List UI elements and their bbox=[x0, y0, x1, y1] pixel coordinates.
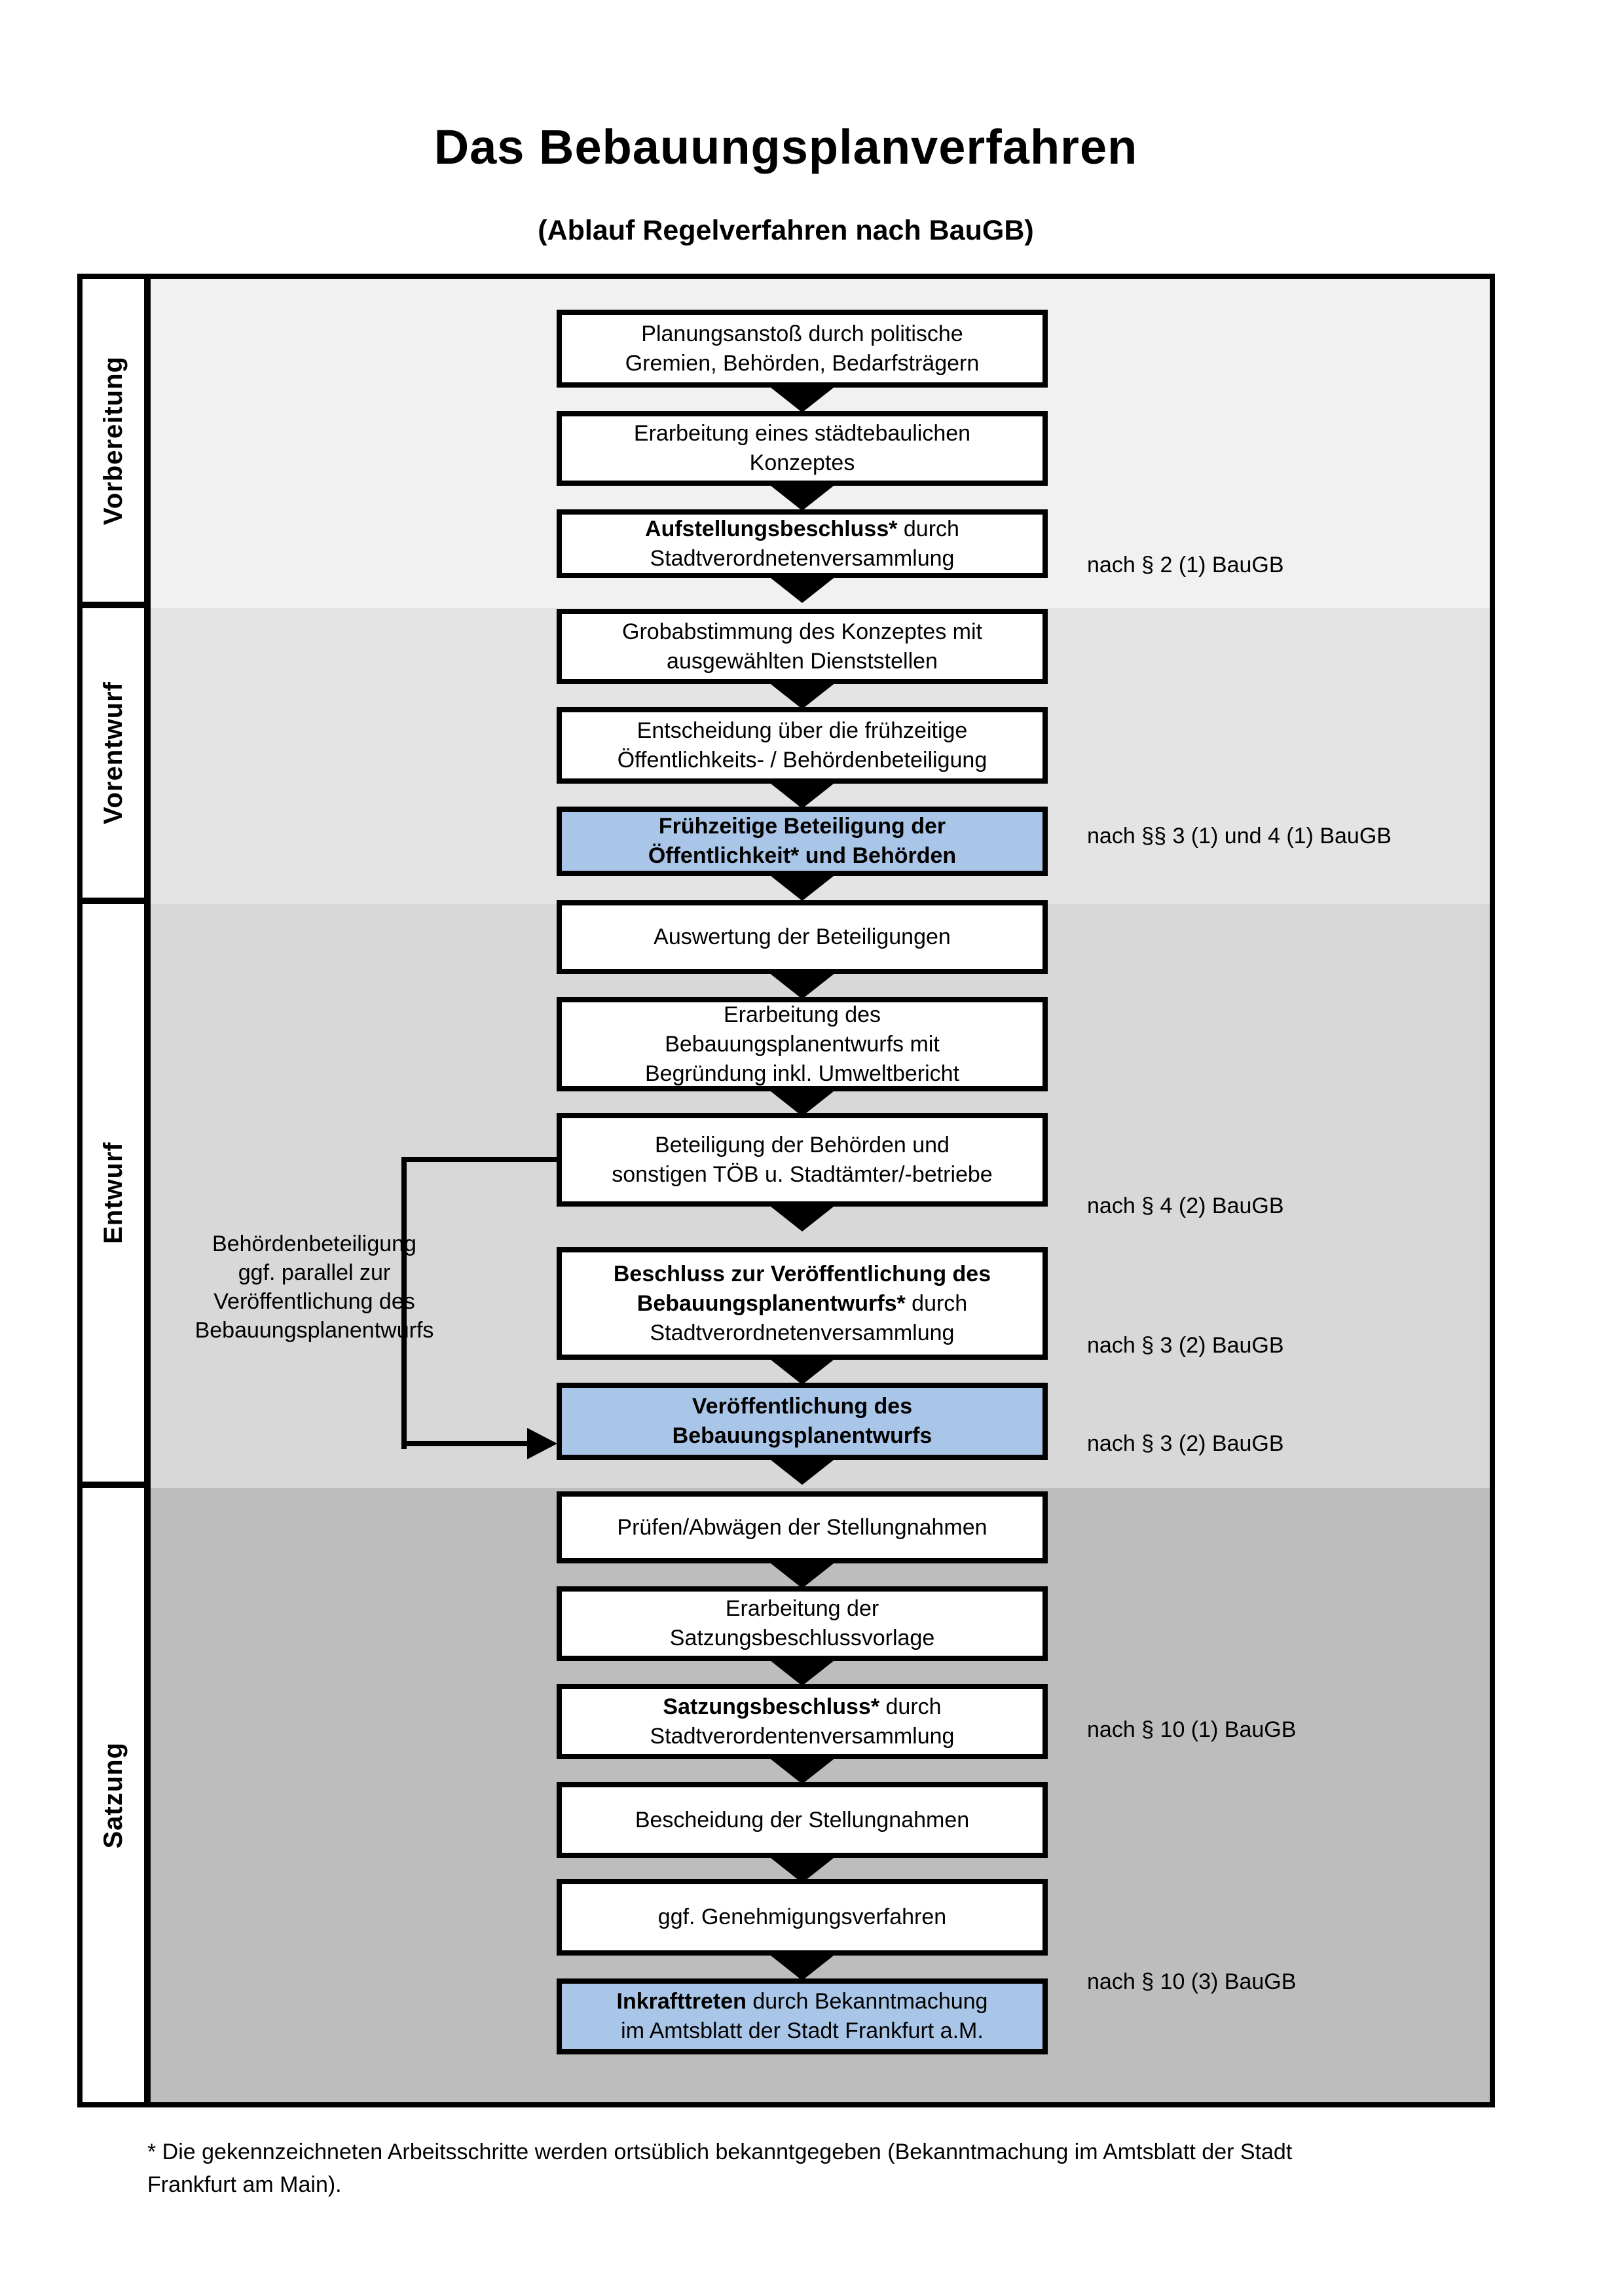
legal-reference-3: nach § 4 (2) BauGB bbox=[1087, 1194, 1284, 1218]
arrow-down-icon bbox=[771, 578, 834, 603]
flow-step-6: Frühzeitige Beteiligung der Öffentlichke… bbox=[557, 807, 1048, 901]
legal-reference-5: nach § 3 (2) BauGB bbox=[1087, 1431, 1284, 1456]
legal-reference-7: nach § 10 (3) BauGB bbox=[1087, 1969, 1297, 1994]
flow-step-2-text: Erarbeitung eines städtebaulichen Konzep… bbox=[633, 421, 971, 475]
flow-step-2: Erarbeitung eines städtebaulichen Konzep… bbox=[557, 411, 1048, 511]
flow-step-8-text: Erarbeitung des Bebauungsplanentwurfs mi… bbox=[644, 1002, 960, 1086]
flow-step-17-text: Inkrafttreten durch Bekanntmachung im Am… bbox=[616, 1989, 988, 2043]
arrow-down-icon bbox=[771, 684, 834, 709]
phase-cell-satzung: Satzung bbox=[83, 1488, 144, 2102]
flow-step-4-text: Grobabstimmung des Konzeptes mit ausgewä… bbox=[622, 619, 982, 674]
arrow-down-icon bbox=[771, 1091, 834, 1116]
parallel-connector-top-line bbox=[401, 1157, 557, 1162]
page-title: Das Bebauungsplanverfahren bbox=[434, 120, 1138, 174]
flow-step-7: Auswertung der Beteiligungen bbox=[557, 900, 1048, 999]
flow-step-4: Grobabstimmung des Konzeptes mit ausgewä… bbox=[557, 609, 1048, 709]
footnote: * Die gekennzeichneten Arbeitsschritte w… bbox=[147, 2140, 1293, 2197]
flow-step-11-text: Veröffentlichung des Bebauungsplanentwur… bbox=[672, 1394, 932, 1448]
flow-step-15: Bescheidung der Stellungnahmen bbox=[557, 1782, 1048, 1883]
label-column-divider bbox=[144, 279, 151, 2102]
flow-diagram: Vorbereitung Vorentwurf Entwurf Satzung … bbox=[77, 274, 1495, 2107]
arrow-down-icon bbox=[771, 1956, 834, 1980]
legal-reference-6: nach § 10 (1) BauGB bbox=[1087, 1717, 1297, 1742]
flow-step-13: Erarbeitung der Satzungsbeschlussvorlage bbox=[557, 1586, 1048, 1686]
phase-cell-vorentwurf: Vorentwurf bbox=[83, 608, 144, 904]
arrow-down-icon bbox=[771, 1858, 834, 1883]
arrow-down-icon bbox=[771, 1360, 834, 1385]
flow-step-6-text: Frühzeitige Beteiligung der Öffentlichke… bbox=[648, 814, 957, 868]
parallel-connector-bottom-line bbox=[401, 1441, 527, 1446]
flow-step-14: Satzungsbeschluss* durch Stadtverordente… bbox=[557, 1684, 1048, 1784]
flow-step-9: Beteiligung der Behörden und sonstigen T… bbox=[557, 1113, 1048, 1231]
phase-label-satzung: Satzung bbox=[98, 1741, 128, 1849]
parallel-connector-vertical-line bbox=[401, 1157, 407, 1449]
phase-cell-vorbereitung: Vorbereitung bbox=[83, 279, 144, 608]
flow-step-12-text: Prüfen/Abwägen der Stellungnahmen bbox=[617, 1514, 987, 1540]
flow-step-10-text: Beschluss zur Veröffentlichung des Bebau… bbox=[613, 1261, 991, 1345]
flow-step-1-text: Planungsanstoß durch politische Gremien,… bbox=[625, 321, 980, 376]
arrow-down-icon bbox=[771, 1207, 834, 1231]
legal-reference-1: nach § 2 (1) BauGB bbox=[1087, 553, 1284, 577]
legal-reference-4: nach § 3 (2) BauGB bbox=[1087, 1333, 1284, 1358]
flow-step-3-text: Aufstellungsbeschluss* durch Stadtverord… bbox=[645, 516, 959, 571]
flow-step-10: Beschluss zur Veröffentlichung des Bebau… bbox=[557, 1247, 1048, 1385]
arrow-down-icon bbox=[771, 486, 834, 511]
arrow-down-icon bbox=[771, 974, 834, 999]
arrow-down-icon bbox=[771, 1460, 834, 1485]
flow-step-5-text: Entscheidung über die frühzeitige Öffent… bbox=[617, 718, 987, 773]
flow-step-5: Entscheidung über die frühzeitige Öffent… bbox=[557, 707, 1048, 809]
phase-label-vorbereitung: Vorbereitung bbox=[98, 355, 128, 525]
flow-step-11: Veröffentlichung des Bebauungsplanentwur… bbox=[557, 1383, 1048, 1485]
flow-step-15-text: Bescheidung der Stellungnahmen bbox=[635, 1807, 970, 1832]
flow-step-9-text: Beteiligung der Behörden und sonstigen T… bbox=[612, 1132, 993, 1187]
arrow-down-icon bbox=[771, 1563, 834, 1588]
arrow-down-icon bbox=[771, 784, 834, 809]
flow-step-14-text: Satzungsbeschluss* durch Stadtverordente… bbox=[650, 1694, 955, 1749]
arrow-down-icon bbox=[771, 1759, 834, 1784]
flow-step-1: Planungsanstoß durch politische Gremien,… bbox=[557, 310, 1048, 412]
arrow-down-icon bbox=[771, 388, 834, 412]
arrow-right-icon bbox=[527, 1428, 557, 1459]
flow-step-16-text: ggf. Genehmigungsverfahren bbox=[657, 1904, 947, 1929]
flow-step-12: Prüfen/Abwägen der Stellungnahmen bbox=[557, 1491, 1048, 1588]
page-subtitle: (Ablauf Regelverfahren nach BauGB) bbox=[538, 215, 1034, 246]
legal-reference-2: nach §§ 3 (1) und 4 (1) BauGB bbox=[1087, 824, 1392, 848]
flow-step-13-text: Erarbeitung der Satzungsbeschlussvorlage bbox=[669, 1596, 935, 1650]
phase-label-entwurf: Entwurf bbox=[98, 1142, 128, 1244]
flow-step-16: ggf. Genehmigungsverfahren bbox=[557, 1879, 1048, 1980]
phase-label-vorentwurf: Vorentwurf bbox=[98, 681, 128, 825]
flow-step-8: Erarbeitung des Bebauungsplanentwurfs mi… bbox=[557, 997, 1048, 1116]
flow-step-7-text: Auswertung der Beteiligungen bbox=[654, 924, 951, 949]
flow-step-17: Inkrafttreten durch Bekanntmachung im Am… bbox=[557, 1978, 1048, 2054]
arrow-down-icon bbox=[771, 1661, 834, 1686]
phase-cell-entwurf: Entwurf bbox=[83, 904, 144, 1488]
parallel-annotation: Behördenbeteiligung ggf. parallel zur Ve… bbox=[194, 1231, 434, 1343]
flow-step-3: Aufstellungsbeschluss* durch Stadtverord… bbox=[557, 509, 1048, 603]
arrow-down-icon bbox=[771, 876, 834, 901]
